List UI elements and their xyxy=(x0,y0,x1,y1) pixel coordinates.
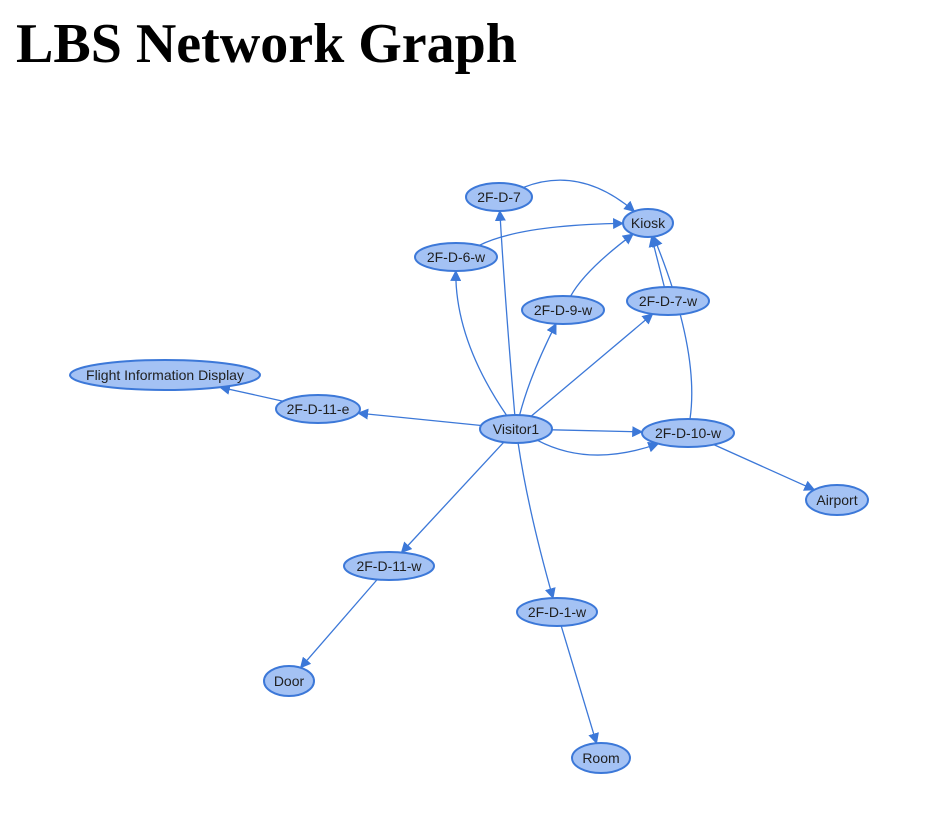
node-label: Kiosk xyxy=(631,215,666,231)
node-label: 2F-D-10-w xyxy=(655,425,722,441)
edge-2f-d-11-w-to-door xyxy=(299,579,378,669)
edge-visitor1-to-2f-d-6-w xyxy=(450,269,508,416)
edge-2f-d-10-w-to-airport xyxy=(713,444,816,491)
node-kiosk[interactable]: Kiosk xyxy=(622,208,674,238)
node-2f-d-9-w[interactable]: 2F-D-9-w xyxy=(521,295,605,325)
edge-visitor1-to-2f-d-10-w xyxy=(551,426,644,438)
edge-visitor1-to-2f-d-10-w xyxy=(537,439,660,456)
edge-2f-d-7-w-to-kiosk xyxy=(648,235,666,288)
node-door[interactable]: Door xyxy=(263,665,315,697)
node-label: 2F-D-9-w xyxy=(534,302,593,318)
node-shape xyxy=(414,242,498,272)
node-shape xyxy=(626,286,710,316)
node-label: 2F-D-1-w xyxy=(528,604,587,620)
node-shape xyxy=(275,394,361,424)
node-shape xyxy=(343,551,435,581)
node-label: 2F-D-6-w xyxy=(427,249,486,265)
edge-layer xyxy=(218,179,816,745)
node-2f-d-6-w[interactable]: 2F-D-6-w xyxy=(414,242,498,272)
edge-2f-d-7-to-kiosk xyxy=(522,179,636,213)
node-shape xyxy=(571,742,631,774)
node-shape xyxy=(805,484,869,516)
page-title: LBS Network Graph xyxy=(16,13,517,75)
node-label: Room xyxy=(582,750,619,766)
node-2f-d-7-w[interactable]: 2F-D-7-w xyxy=(626,286,710,316)
edge-2f-d-9-w-to-kiosk xyxy=(570,233,634,297)
node-flight-information-display[interactable]: Flight Information Display xyxy=(69,359,261,391)
node-2f-d-11-e[interactable]: 2F-D-11-e xyxy=(275,394,361,424)
edge-2f-d-6-w-to-kiosk xyxy=(478,218,625,246)
edge-2f-d-1-w-to-room xyxy=(560,625,599,745)
node-shape xyxy=(479,414,553,444)
node-shape xyxy=(622,208,674,238)
node-label: Flight Information Display xyxy=(86,367,244,383)
edge-visitor1-to-2f-d-9-w xyxy=(518,322,557,416)
node-label: Door xyxy=(274,673,305,689)
node-2f-d-7[interactable]: 2F-D-7 xyxy=(465,182,533,212)
node-label: 2F-D-11-e xyxy=(287,401,350,417)
edge-2f-d-10-w-to-kiosk xyxy=(652,235,693,420)
node-visitor1[interactable]: Visitor1 xyxy=(479,414,553,444)
node-2f-d-1-w[interactable]: 2F-D-1-w xyxy=(516,597,598,627)
node-airport[interactable]: Airport xyxy=(805,484,869,516)
node-shape xyxy=(465,182,533,212)
edge-visitor1-to-2f-d-7-w xyxy=(530,313,654,417)
node-room[interactable]: Room xyxy=(571,742,631,774)
node-shape xyxy=(69,359,261,391)
node-shape xyxy=(521,295,605,325)
node-shape xyxy=(641,418,735,448)
node-label: Airport xyxy=(816,492,857,508)
node-shape xyxy=(516,597,598,627)
node-label: 2F-D-7 xyxy=(477,189,521,205)
node-label: 2F-D-11-w xyxy=(356,558,422,574)
node-label: 2F-D-7-w xyxy=(639,293,698,309)
node-label: Visitor1 xyxy=(493,421,540,437)
edge-visitor1-to-2f-d-1-w xyxy=(517,442,556,600)
edge-visitor1-to-2f-d-7 xyxy=(494,209,516,416)
edge-visitor1-to-2f-d-11-w xyxy=(400,441,505,554)
node-2f-d-11-w[interactable]: 2F-D-11-w xyxy=(343,551,435,581)
node-shape xyxy=(263,665,315,697)
node-2f-d-10-w[interactable]: 2F-D-10-w xyxy=(641,418,735,448)
edge-2f-d-11-e-to-flight-information-display xyxy=(218,383,284,402)
edge-visitor1-to-2f-d-11-e xyxy=(357,408,482,427)
